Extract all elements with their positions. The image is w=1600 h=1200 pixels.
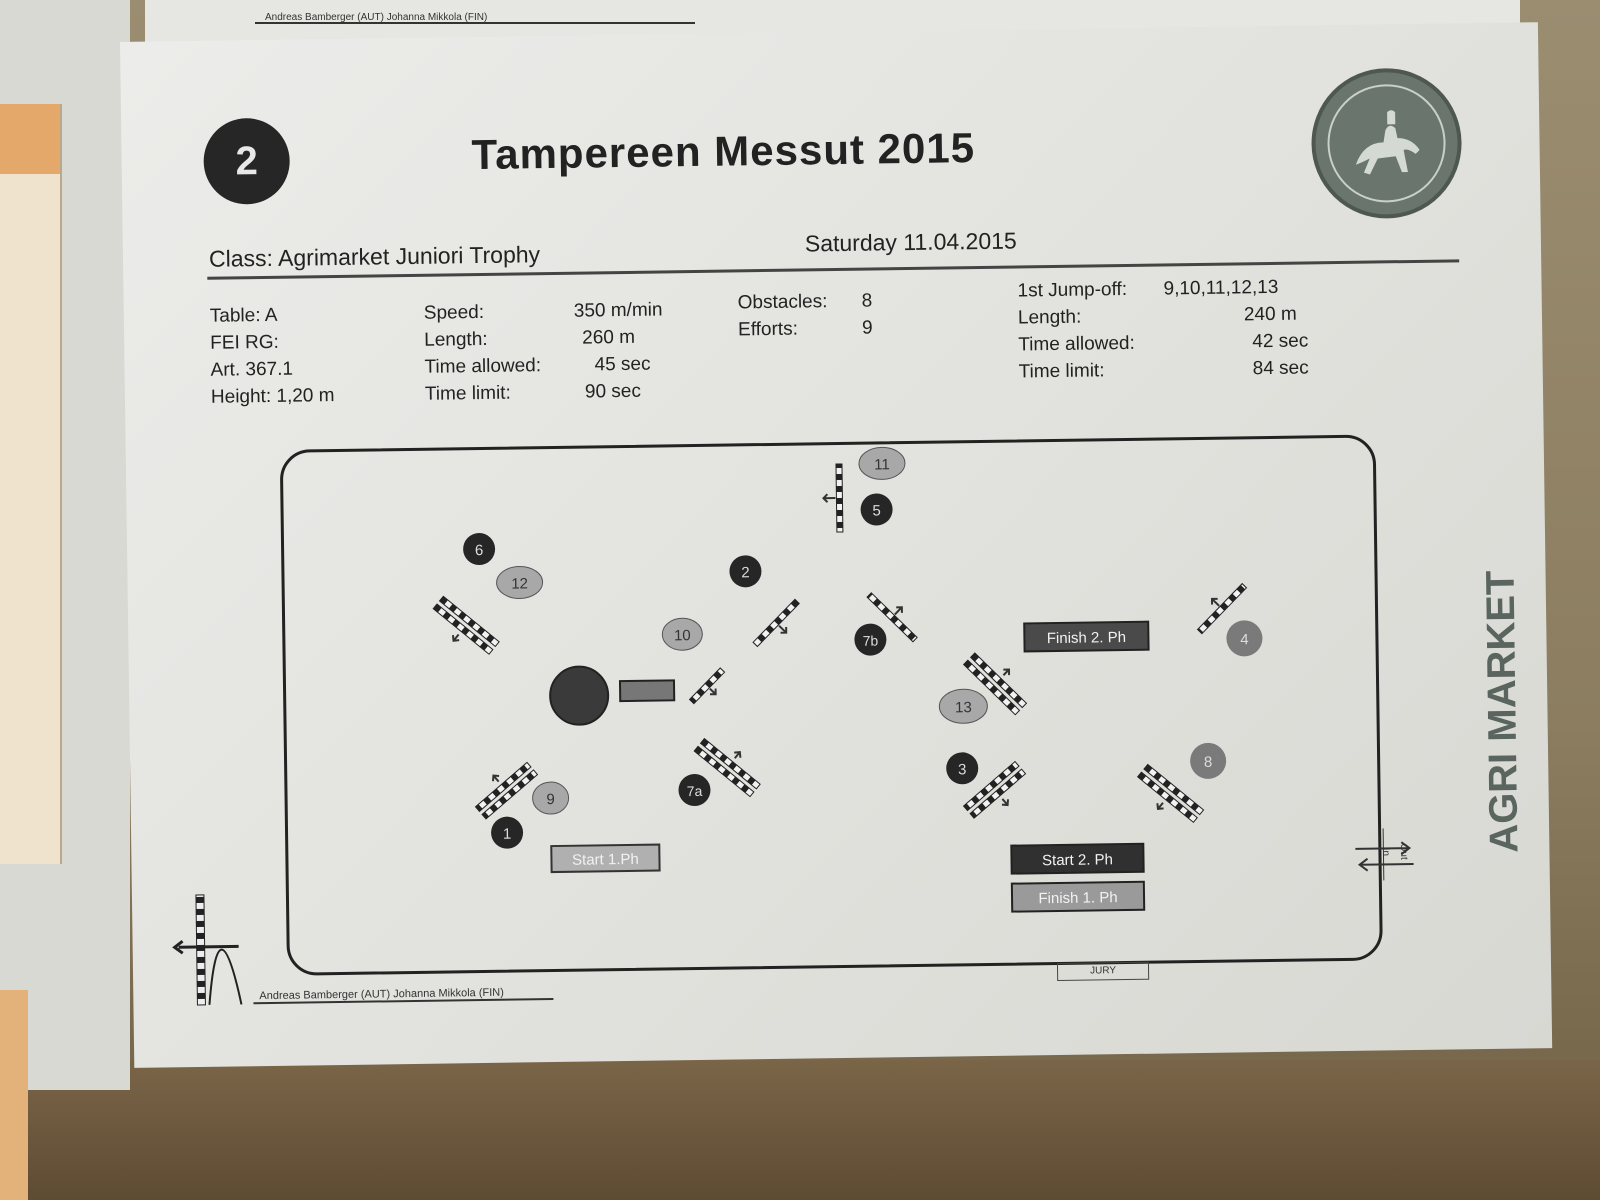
jury-box: JURY [1056, 961, 1150, 982]
course-diagram: 1 2 3 4 5 6 7a 7b 8 9 10 11 12 13 Start … [432, 446, 1263, 913]
results-table-header [0, 104, 60, 174]
badge-13-text: 13 [955, 699, 972, 716]
badge-5-text: 5 [872, 502, 881, 519]
badge-3-text: 3 [958, 761, 967, 778]
finish-1-box: Finish 1. Ph [1010, 880, 1146, 913]
fence-8 [1136, 763, 1205, 824]
gate-arrows-icon [1355, 828, 1414, 881]
badge-10-text: 10 [674, 627, 691, 644]
badge-1: 1 [491, 816, 524, 849]
badge-12: 12 [496, 565, 544, 599]
fence-7b [866, 592, 918, 643]
finish-1-label: Finish 1. Ph [1038, 889, 1117, 907]
badge-7a-text: 7a [687, 783, 703, 799]
fence-6-12 [432, 595, 500, 655]
finish-2-box: Finish 2. Ph [1023, 620, 1150, 653]
centre-circle-obstacle [549, 665, 610, 726]
badge-11: 11 [858, 446, 906, 480]
badge-10: 10 [661, 617, 703, 651]
badge-4-text: 4 [1240, 631, 1249, 648]
finish-2-label: Finish 2. Ph [1047, 629, 1126, 647]
start-2-label: Start 2. Ph [1042, 851, 1113, 869]
badge-13: 13 [938, 688, 988, 724]
sponsor-text: AGRI MARKET [1479, 570, 1527, 853]
fence-7a [693, 737, 761, 798]
badge-9-text: 9 [546, 791, 555, 808]
start-1-label: Start 1.Ph [572, 851, 639, 869]
fence-10 [688, 667, 726, 705]
lower-sheet-fragment [0, 990, 28, 1200]
badge-7a: 7a [678, 774, 711, 807]
badge-5: 5 [860, 493, 893, 526]
fence-4 [1196, 582, 1248, 635]
left-sheet [0, 0, 130, 1200]
course-plan-sheet: 2 Tampereen Messut 2015 Class: Agrimarke… [120, 22, 1553, 1068]
horse-rider-icon [1327, 84, 1446, 203]
fence-13 [962, 652, 1028, 716]
credit-underline [255, 22, 695, 24]
badge-7b: 7b [854, 623, 887, 656]
badge-2: 2 [729, 555, 762, 588]
gate-in-label: In [1380, 847, 1392, 857]
fence-3 [962, 760, 1027, 819]
floor-background [0, 1060, 1600, 1200]
gate-out-label: Out [1397, 843, 1410, 860]
fence-2 [752, 598, 800, 648]
in-out-gate: In Out [1349, 824, 1420, 885]
sponsor-logo: AGRI MARKET [1457, 522, 1552, 863]
badge-12-text: 12 [511, 575, 528, 592]
badge-11-text: 11 [874, 456, 890, 473]
badge-1-text: 1 [503, 826, 512, 843]
badge-6: 6 [463, 533, 496, 566]
badge-8: 8 [1190, 742, 1227, 779]
fence-1-9 [474, 761, 539, 820]
badge-7b-text: 7b [863, 632, 879, 648]
event-logo [1310, 67, 1463, 220]
badge-4: 4 [1226, 620, 1263, 657]
fence-5-11 [822, 463, 844, 533]
previous-sheet-credit: Andreas Bamberger (AUT) Johanna Mikkola … [265, 12, 488, 23]
start-2-box: Start 2. Ph [1010, 842, 1145, 875]
results-table-fragment [0, 104, 62, 864]
badge-9: 9 [532, 781, 570, 815]
centre-rect-obstacle [618, 679, 676, 703]
badge-6-text: 6 [475, 542, 484, 559]
badge-8-text: 8 [1204, 754, 1213, 771]
badge-3: 3 [946, 752, 979, 785]
fence-designer-icon [172, 894, 243, 1006]
start-1-box: Start 1.Ph [550, 843, 661, 874]
agrimarket-logo: AGRI MARKET [1479, 570, 1527, 853]
designer-logo [168, 884, 280, 1016]
badge-2-text: 2 [741, 564, 750, 581]
